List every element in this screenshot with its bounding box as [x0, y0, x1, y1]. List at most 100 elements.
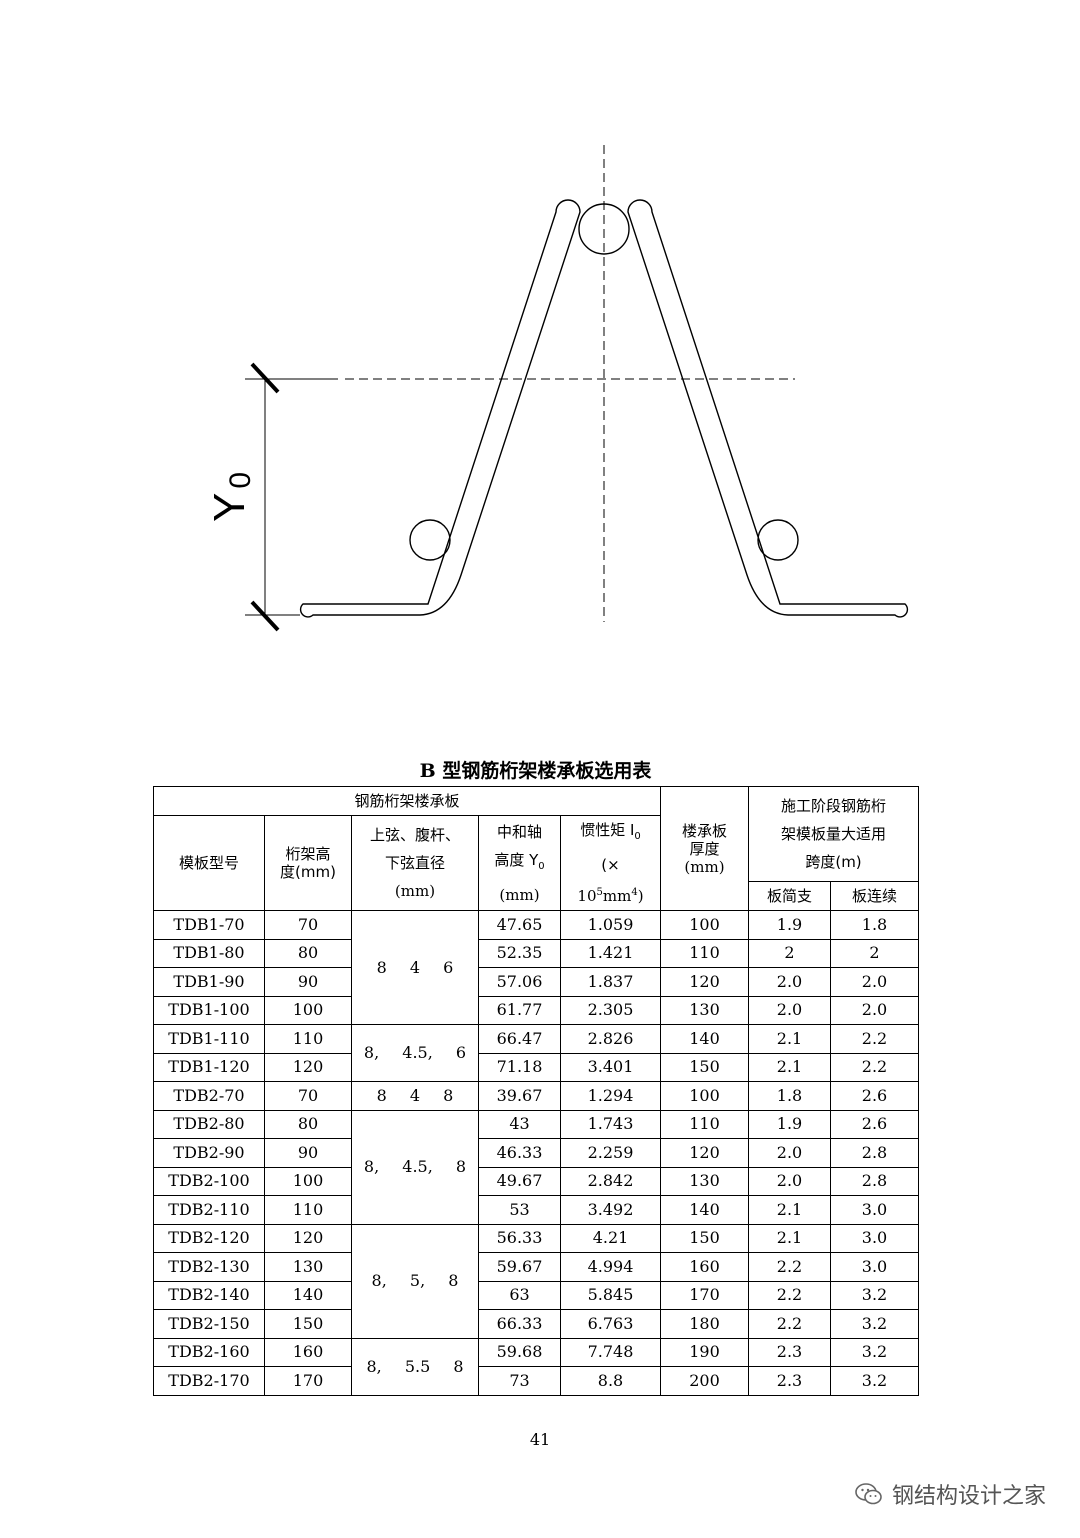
cell-inertia: 1.743 — [560, 1109, 661, 1139]
cell-thickness: 140 — [660, 1195, 749, 1225]
cell-truss-height: 80 — [264, 938, 352, 968]
cell-truss-height: 80 — [264, 1109, 352, 1139]
cell-truss-height: 130 — [264, 1252, 352, 1282]
cell-thickness: 140 — [660, 1024, 749, 1054]
cell-span-simple: 2.0 — [748, 967, 831, 997]
cell-inertia: 7.748 — [560, 1337, 661, 1367]
cell-inertia: 1.837 — [560, 967, 661, 997]
cell-inertia: 6.763 — [560, 1309, 661, 1339]
cell-inertia: 2.826 — [560, 1024, 661, 1054]
cell-thickness: 160 — [660, 1252, 749, 1282]
cell-thickness: 180 — [660, 1309, 749, 1339]
cell-span-continuous: 2.0 — [829, 967, 920, 997]
cell-span-continuous: 2.8 — [829, 1166, 920, 1196]
cell-thickness: 130 — [660, 995, 749, 1025]
cell-neutral-axis: 46.33 — [478, 1138, 561, 1168]
cell-span-simple: 1.9 — [748, 1109, 831, 1139]
cell-thickness: 100 — [660, 1081, 749, 1111]
cell-model: TDB1-70 — [153, 910, 265, 940]
dimension-tick-top — [250, 362, 280, 394]
cell-span-simple: 2.0 — [748, 1166, 831, 1196]
cell-neutral-axis: 52.35 — [478, 938, 561, 968]
cell-inertia: 4.21 — [560, 1223, 661, 1253]
header-neutral-axis: 中和轴高度 Y0(mm) — [478, 815, 561, 911]
cell-diameter-group: 8, 4.5, 6 — [351, 1024, 479, 1082]
cell-neutral-axis: 61.77 — [478, 995, 561, 1025]
cell-span-simple: 2.3 — [748, 1366, 831, 1396]
cell-truss-height: 110 — [264, 1024, 352, 1054]
cell-neutral-axis: 66.47 — [478, 1024, 561, 1054]
cell-span-continuous: 2.6 — [829, 1081, 920, 1111]
cell-thickness: 190 — [660, 1337, 749, 1367]
cell-neutral-axis: 73 — [478, 1366, 561, 1396]
cell-span-continuous: 2.6 — [829, 1109, 920, 1139]
cell-neutral-axis: 47.65 — [478, 910, 561, 940]
cell-thickness: 200 — [660, 1366, 749, 1396]
cell-neutral-axis: 63 — [478, 1280, 561, 1310]
cell-truss-height: 160 — [264, 1337, 352, 1367]
cell-model: TDB2-120 — [153, 1223, 265, 1253]
cell-span-simple: 2.3 — [748, 1337, 831, 1367]
header-diameter: 上弦、腹杆、下弦直径(mm) — [351, 815, 479, 911]
cell-thickness: 150 — [660, 1052, 749, 1082]
cell-span-continuous: 3.0 — [829, 1223, 920, 1253]
cell-truss-height: 170 — [264, 1366, 352, 1396]
cell-truss-height: 70 — [264, 1081, 352, 1111]
header-model: 模板型号 — [153, 815, 265, 911]
cell-diameter-group: 8 4 6 — [351, 910, 479, 1025]
cell-inertia: 4.994 — [560, 1252, 661, 1282]
cell-truss-height: 120 — [264, 1223, 352, 1253]
left-web-rebar — [299, 199, 581, 618]
cell-span-continuous: 3.2 — [829, 1337, 920, 1367]
cell-inertia: 3.492 — [560, 1195, 661, 1225]
cell-span-continuous: 2 — [829, 938, 920, 968]
cell-model: TDB2-70 — [153, 1081, 265, 1111]
cell-span-simple: 2.1 — [748, 1195, 831, 1225]
cell-truss-height: 100 — [264, 1166, 352, 1196]
page-number: 41 — [529, 1430, 551, 1449]
cell-neutral-axis: 66.33 — [478, 1309, 561, 1339]
cell-truss-height: 100 — [264, 995, 352, 1025]
cell-model: TDB1-110 — [153, 1024, 265, 1054]
cell-truss-height: 90 — [264, 967, 352, 997]
cell-model: TDB2-80 — [153, 1109, 265, 1139]
cell-neutral-axis: 59.67 — [478, 1252, 561, 1282]
watermark: 钢结构设计之家 — [854, 1478, 1046, 1510]
cell-diameter-group: 8 4 8 — [351, 1081, 479, 1111]
cell-span-simple: 2.1 — [748, 1024, 831, 1054]
cell-span-continuous: 3.2 — [829, 1309, 920, 1339]
header-truss-height: 桁架高度(mm) — [264, 815, 352, 911]
cell-model: TDB1-100 — [153, 995, 265, 1025]
truss-section-diagram: Y0 — [205, 145, 909, 632]
cell-model: TDB2-130 — [153, 1252, 265, 1282]
cell-thickness: 170 — [660, 1280, 749, 1310]
cell-span-simple: 2.2 — [748, 1252, 831, 1282]
cell-truss-height: 140 — [264, 1280, 352, 1310]
cell-thickness: 150 — [660, 1223, 749, 1253]
cell-span-simple: 2.1 — [748, 1223, 831, 1253]
cell-inertia: 2.842 — [560, 1166, 661, 1196]
cell-diameter-group: 8, 5, 8 — [351, 1223, 479, 1339]
cell-model: TDB1-80 — [153, 938, 265, 968]
cell-span-simple: 2.2 — [748, 1309, 831, 1339]
cell-span-simple: 1.9 — [748, 910, 831, 940]
cell-inertia: 1.421 — [560, 938, 661, 968]
cell-truss-height: 120 — [264, 1052, 352, 1082]
dimension-tick-bottom — [250, 600, 280, 632]
cell-span-continuous: 3.2 — [829, 1366, 920, 1396]
cell-inertia: 2.305 — [560, 995, 661, 1025]
header-span: 施工阶段钢筋桁架模板量大适用跨度(m) — [747, 786, 920, 882]
cell-diameter-group: 8, 5.5 8 — [351, 1337, 479, 1396]
cell-span-continuous: 2.8 — [829, 1138, 920, 1168]
